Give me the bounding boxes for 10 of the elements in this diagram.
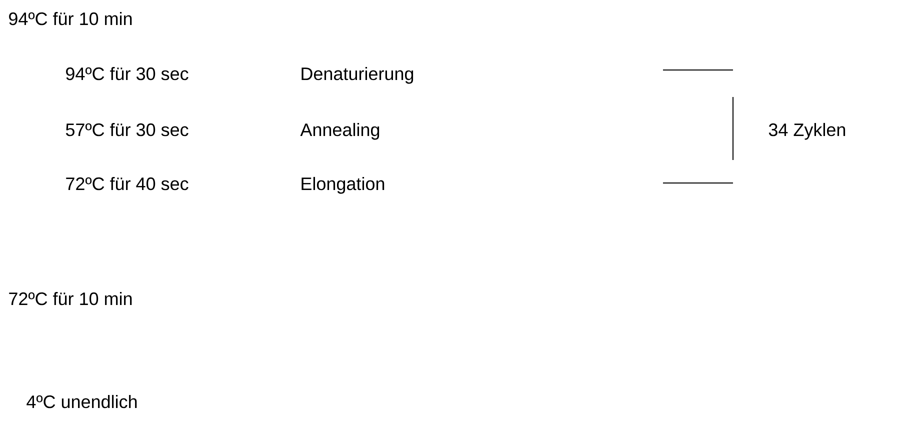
protocol-step-text: 94ºC für 10 min xyxy=(9,12,132,26)
protocol-step-text: 34 Zyklen xyxy=(768,122,846,140)
protocol-step-text: Elongation xyxy=(302,176,384,194)
protocol-step-text: Denaturierung xyxy=(302,66,414,84)
protocol-step-text: 94ºC für 30 sec xyxy=(66,66,188,80)
protocol-step-text: 72ºC für 10 min xyxy=(9,292,132,306)
protocol-step-text: 57ºC für 30 sec xyxy=(66,122,188,136)
protocol-step-text: Annealing xyxy=(300,122,380,140)
protocol-step-text: 72ºC für 40 sec xyxy=(66,176,188,190)
protocol-step-text: 4ºC unendlich xyxy=(26,394,137,408)
